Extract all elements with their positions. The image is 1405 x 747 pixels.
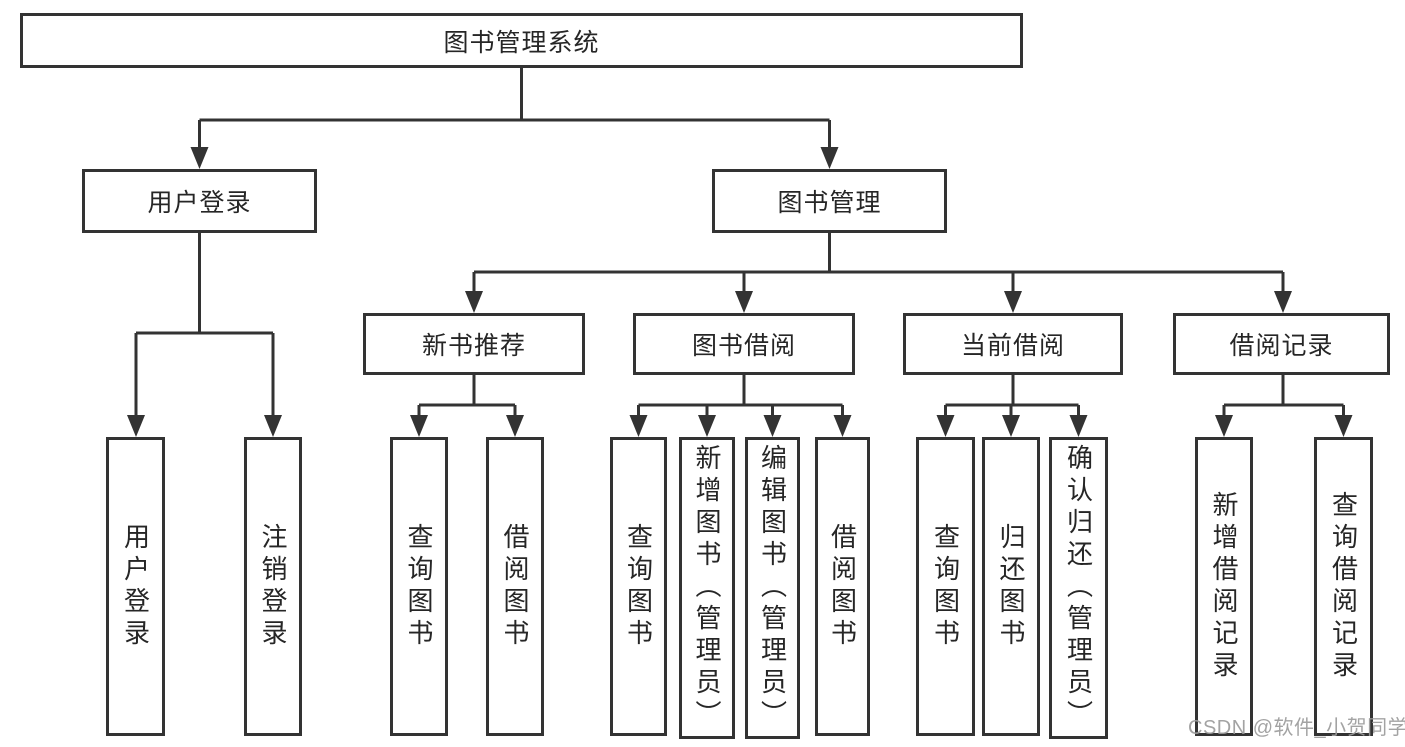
leaf-current-query-label: 查询图书: [930, 522, 961, 651]
leaf-add-book-admin: 新增图书（管理员）: [679, 437, 735, 739]
leaf-user-login-label: 用户登录: [120, 522, 151, 651]
leaf-query-borrow-record-label: 查询借阅记录: [1328, 490, 1359, 683]
leaf-new-books-query-label: 查询图书: [404, 522, 434, 651]
node-user-login-label: 用户登录: [147, 189, 252, 217]
leaf-add-book-admin-label: 新增图书（管理员）: [692, 444, 722, 732]
leaf-current-query: 查询图书: [916, 437, 975, 736]
node-book-borrow: 图书借阅: [633, 313, 855, 375]
leaf-add-borrow-record-label: 新增借阅记录: [1209, 490, 1239, 683]
node-borrow-records: 借阅记录: [1173, 313, 1390, 375]
leaf-edit-book-admin: 编辑图书（管理员）: [745, 437, 800, 739]
leaf-borrow-query: 查询图书: [610, 437, 667, 736]
leaf-confirm-return-admin: 确认归还（管理员）: [1049, 437, 1108, 739]
leaf-query-borrow-record: 查询借阅记录: [1314, 437, 1373, 736]
node-user-login: 用户登录: [82, 169, 317, 233]
leaf-borrow-query-label: 查询图书: [623, 522, 654, 651]
node-root-label: 图书管理系统: [443, 28, 600, 57]
leaf-user-login: 用户登录: [106, 437, 165, 736]
node-current-borrow: 当前借阅: [903, 313, 1123, 375]
leaf-new-books-borrow-label: 借阅图书: [500, 522, 530, 651]
leaf-add-borrow-record: 新增借阅记录: [1195, 437, 1253, 736]
leaf-logout: 注销登录: [244, 437, 302, 736]
leaf-edit-book-admin-label: 编辑图书（管理员）: [757, 444, 788, 732]
node-new-books-label: 新书推荐: [421, 332, 526, 360]
node-root: 图书管理系统: [20, 13, 1023, 68]
node-current-borrow-label: 当前借阅: [960, 332, 1065, 360]
node-book-mgmt-label: 图书管理: [777, 189, 882, 217]
leaf-borrow-book: 借阅图书: [815, 437, 870, 736]
node-borrow-records-label: 借阅记录: [1229, 332, 1334, 360]
leaf-logout-label: 注销登录: [258, 522, 288, 651]
node-book-borrow-label: 图书借阅: [691, 332, 796, 360]
leaf-borrow-book-label: 借阅图书: [827, 522, 858, 651]
node-new-books: 新书推荐: [363, 313, 585, 375]
leaf-new-books-borrow: 借阅图书: [486, 437, 544, 736]
leaf-confirm-return-admin-label: 确认归还（管理员）: [1063, 444, 1094, 732]
leaf-return-book-label: 归还图书: [996, 522, 1026, 651]
leaf-new-books-query: 查询图书: [390, 437, 448, 736]
csdn-watermark: CSDN @软件_小贺同学: [1188, 717, 1405, 739]
leaf-return-book: 归还图书: [982, 437, 1040, 736]
node-book-mgmt: 图书管理: [712, 169, 947, 233]
